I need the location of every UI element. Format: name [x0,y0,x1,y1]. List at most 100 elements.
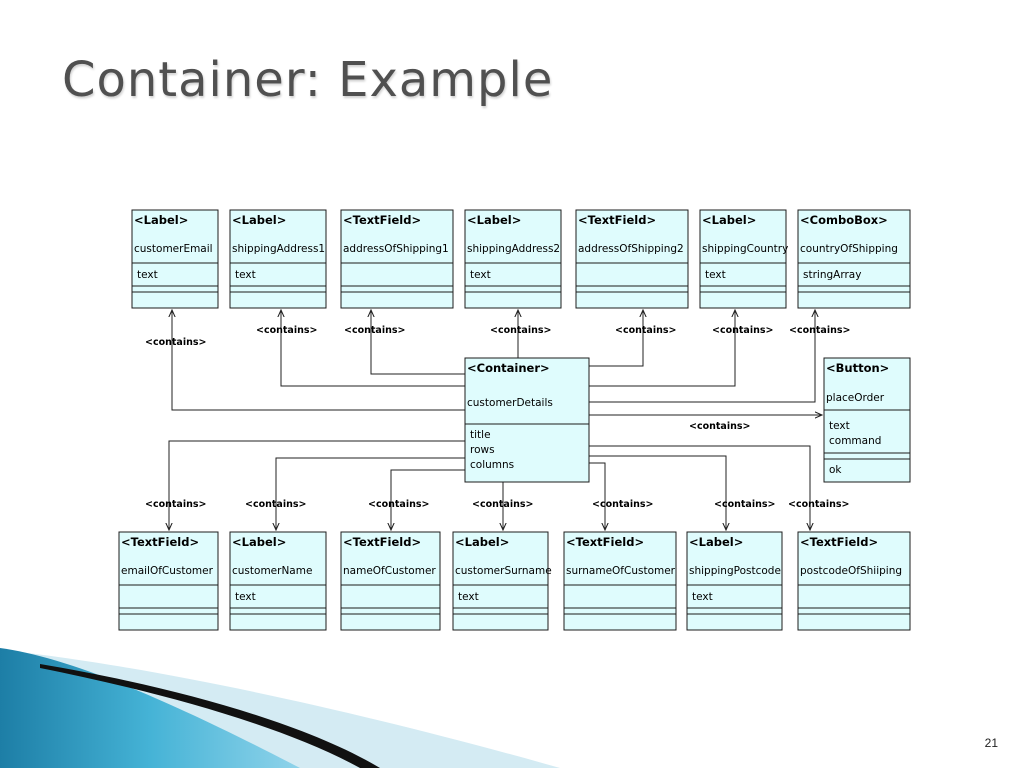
uml-box-surname-of-customer: <TextField> surnameOfCustomer [563,531,677,631]
box-stereotype: <TextField> [343,535,421,549]
box-name: shippingCountry [702,243,788,255]
box-attribute: text [829,420,850,432]
contains-label: <contains> [368,499,429,510]
box-attribute: text [235,269,256,281]
box-stereotype: <Label> [702,213,756,227]
contains-connector [276,457,465,530]
uml-box-customer-surname: <Label> customerSurname text [452,531,552,631]
box-stereotype: <Label> [689,535,743,549]
contains-connector [281,310,465,387]
decorative-swoosh [0,648,560,768]
box-name: surnameOfCustomer [566,565,676,577]
uml-box-customer-details: <Container> customerDetails title rows colum… [464,357,590,483]
box-attribute: text [137,269,158,281]
box-name: customerSurname [455,565,552,577]
box-name: nameOfCustomer [343,565,436,577]
box-name: placeOrder [826,392,885,404]
box-name: postcodeOfShiiping [800,565,902,577]
box-attribute: text [458,591,479,603]
box-attribute: text [470,269,491,281]
contains-label: <contains> [788,499,849,510]
connectors [169,310,822,530]
contains-labels: <contains> <contains> <contains> <contains>… [145,325,850,510]
uml-box-postcode-of-shiiping: <TextField> postcodeOfShiiping [797,531,911,631]
contains-label: <contains> [615,325,676,336]
box-stereotype: <Label> [232,535,286,549]
slide-title: Container: Example [62,52,554,108]
box-stereotype: <Label> [455,535,509,549]
uml-box-shipping-country: <Label> shippingCountry text [699,209,788,309]
contains-connector [589,462,605,530]
uml-box-email-of-customer: <TextField> emailOfCustomer [118,531,219,631]
box-name: customerDetails [467,397,553,409]
contains-connector [589,455,726,530]
box-name: countryOfShipping [800,243,898,255]
box-name: shippingAddress2 [467,243,560,255]
contains-connector [172,310,465,411]
box-outline [823,357,911,483]
box-stereotype: <Label> [232,213,286,227]
box-stereotype: <TextField> [121,535,199,549]
contains-connector [589,310,735,387]
contains-connector [371,310,465,375]
contains-label: <contains> [145,337,206,348]
uml-box-address-of-shipping1: <TextField> addressOfShipping1 [340,209,454,309]
element-boxes: <Label> customerEmail text <Label> shippingA… [118,209,911,631]
box-attribute: stringArray [803,269,861,281]
contains-connector [589,310,643,367]
box-name: addressOfShipping2 [578,243,684,255]
contains-label: <contains> [145,499,206,510]
box-stereotype: <Label> [467,213,521,227]
box-attribute: text [692,591,713,603]
box-outline [464,357,590,483]
contains-label: <contains> [344,325,405,336]
box-stereotype: <TextField> [578,213,656,227]
uml-box-name-of-customer: <TextField> nameOfCustomer [340,531,441,631]
box-stereotype: <TextField> [343,213,421,227]
uml-box-shipping-address2: <Label> shippingAddress2 text [464,209,562,309]
box-stereotype: <TextField> [566,535,644,549]
contains-connector [589,310,815,403]
uml-box-country-of-shipping: <ComboBox> countryOfShipping stringArray [797,209,911,309]
contains-connector [169,440,465,530]
contains-label: <contains> [245,499,306,510]
contains-connector [589,445,810,530]
box-attribute: command [829,435,881,447]
uml-box-customer-name: <Label> customerName text [229,531,327,631]
box-stereotype: <ComboBox> [800,213,888,227]
box-attribute: columns [470,459,514,471]
box-attribute: text [705,269,726,281]
box-stereotype: <TextField> [800,535,878,549]
uml-box-shipping-postcode: <Label> shippingPostcode text [686,531,783,631]
uml-box-shipping-address1: <Label> shippingAddress1 text [229,209,327,309]
box-stereotype: <Button> [826,361,889,375]
contains-label: <contains> [592,499,653,510]
contains-label: <contains> [490,325,551,336]
uml-box-place-order: <Button> placeOrder text command ok [823,357,911,483]
box-name: shippingPostcode [689,565,781,577]
swoosh-dark-stroke [40,664,380,768]
contains-label: <contains> [256,325,317,336]
page-number: 21 [984,736,998,750]
box-stereotype: <Label> [134,213,188,227]
contains-label: <contains> [714,499,775,510]
contains-label: <contains> [712,325,773,336]
box-attribute: rows [470,444,495,456]
contains-label: <contains> [689,421,750,432]
uml-box-customer-email: <Label> customerEmail text [131,209,219,309]
box-stereotype: <Container> [467,361,550,375]
box-operation: ok [829,464,842,476]
box-attribute: title [470,429,491,441]
box-name: customerEmail [134,243,213,255]
box-attribute: text [235,591,256,603]
swoosh-blue-band [0,648,300,768]
uml-box-address-of-shipping2: <TextField> addressOfShipping2 [575,209,689,309]
contains-label: <contains> [472,499,533,510]
box-name: customerName [232,565,312,577]
contains-label: <contains> [789,325,850,336]
contains-connector [391,469,465,530]
box-name: addressOfShipping1 [343,243,449,255]
box-name: shippingAddress1 [232,243,325,255]
box-name: emailOfCustomer [121,565,214,577]
